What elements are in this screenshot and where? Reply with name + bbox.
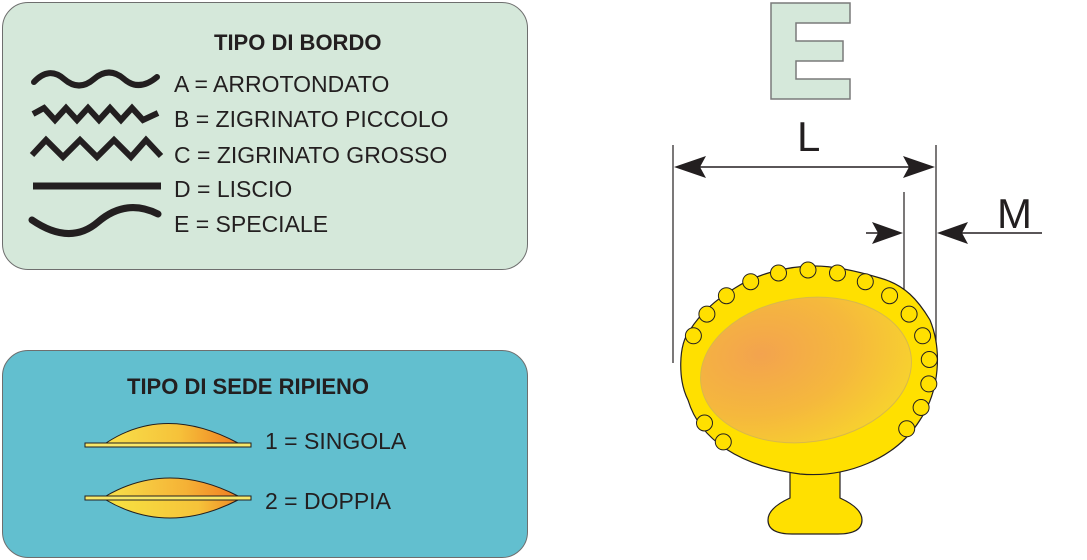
pasta-stem bbox=[767, 459, 863, 535]
scallop-bump bbox=[714, 433, 732, 451]
dimension-m-label: M bbox=[997, 190, 1032, 237]
arrowhead-m-right bbox=[937, 222, 968, 244]
filling-icons bbox=[84, 423, 252, 519]
scallop-bump bbox=[799, 261, 817, 279]
filling-type-title: TIPO DI SEDE RIPIENO bbox=[127, 374, 370, 399]
single-pocket-icon bbox=[84, 423, 252, 448]
scallop-bump bbox=[770, 264, 787, 282]
pasta-shell-scallops bbox=[684, 261, 938, 451]
filling-item-single: 1 = SINGOLA bbox=[265, 428, 407, 454]
scallop-bump bbox=[881, 287, 899, 305]
rounded-wave-icon bbox=[31, 69, 160, 89]
scallop-bump bbox=[900, 305, 918, 323]
edge-item-b: B = ZIGRINATO PICCOLO bbox=[174, 106, 449, 132]
arrowhead-l-right bbox=[903, 156, 935, 178]
edge-item-d: D = LISCIO bbox=[174, 176, 293, 202]
edge-type-title: TIPO DI BORDO bbox=[214, 30, 382, 55]
edge-item-a: A = ARROTONDATO bbox=[174, 71, 390, 97]
large-zigzag-icon bbox=[29, 135, 164, 162]
pasta-filling bbox=[700, 296, 912, 444]
scallop-bump bbox=[912, 399, 930, 416]
scallop-bump bbox=[684, 327, 702, 345]
edge-item-e: E = SPECIALE bbox=[174, 211, 329, 237]
filling-type-panel bbox=[2, 350, 528, 558]
edge-icons bbox=[28, 69, 164, 237]
double-pocket-icon bbox=[84, 477, 252, 519]
scallop-bump bbox=[698, 305, 716, 323]
scallop-bump bbox=[898, 420, 916, 438]
small-zigzag-icon bbox=[31, 103, 160, 125]
scallop-bump bbox=[742, 273, 760, 291]
filling-item-double: 2 = DOPPIA bbox=[265, 488, 391, 514]
scallop-bump bbox=[920, 351, 938, 368]
shape-letter bbox=[770, 2, 851, 100]
dimension-l-label: L bbox=[797, 113, 821, 160]
scallop-bump bbox=[856, 273, 874, 291]
scallop-bump bbox=[717, 287, 735, 305]
s-curve-icon bbox=[28, 204, 162, 237]
scallop-bump bbox=[914, 327, 932, 345]
edge-item-c: C = ZIGRINATO GROSSO bbox=[174, 142, 448, 168]
scallop-bump bbox=[829, 264, 846, 282]
arrowhead-m-left bbox=[872, 222, 903, 244]
scallop-bump bbox=[696, 414, 713, 432]
scallop-bump bbox=[920, 375, 938, 393]
arrowhead-l-left bbox=[674, 156, 706, 178]
